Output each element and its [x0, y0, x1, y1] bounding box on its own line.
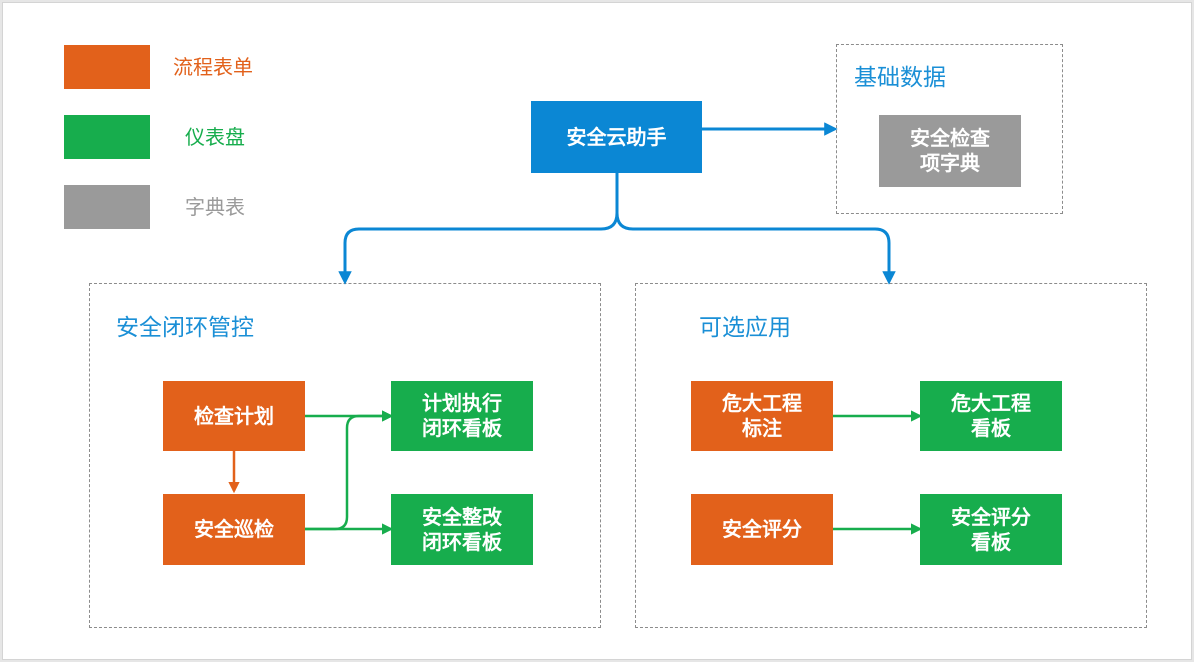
node-rectification-board: 安全整改 闭环看板: [391, 494, 533, 565]
node-major-hazard-mark-line1: 危大工程: [722, 391, 802, 415]
node-inspection-item-dictionary-line2: 项字典: [920, 151, 980, 175]
arrow-core-to-closed-loop: [338, 173, 619, 285]
node-inspection-plan: 检查计划: [163, 381, 305, 451]
node-inspection-item-dictionary-line1: 安全检查: [910, 126, 990, 150]
group-title-basic-data: 基础数据: [854, 65, 946, 91]
node-safety-cloud-assistant-label: 安全云助手: [566, 124, 667, 149]
group-title-optional-apps: 可选应用: [699, 315, 791, 341]
node-rectification-board-line1: 安全整改: [422, 504, 502, 529]
node-major-hazard-board: 危大工程 看板: [920, 381, 1062, 451]
legend-swatch-orange: [64, 45, 150, 89]
legend-swatch-green: [64, 115, 150, 159]
legend-label-dictionary: 字典表: [185, 195, 245, 219]
node-major-hazard-mark: 危大工程 标注: [691, 381, 833, 451]
group-title-closed-loop-control: 安全闭环管控: [116, 315, 254, 341]
legend-swatch-gray: [64, 185, 150, 229]
node-plan-execution-board-line2: 闭环看板: [422, 416, 502, 440]
node-rectification-board-line2: 闭环看板: [422, 529, 502, 554]
node-safety-score-board-line2: 看板: [971, 529, 1011, 554]
legend-label-process-form: 流程表单: [173, 55, 253, 79]
node-safety-score-board-line1: 安全评分: [951, 504, 1031, 529]
node-major-hazard-board-line1: 危大工程: [951, 391, 1031, 415]
node-safety-score-label: 安全评分: [722, 517, 802, 541]
node-safety-score: 安全评分: [691, 494, 833, 565]
legend-label-dashboard: 仪表盘: [185, 125, 245, 149]
node-safety-cloud-assistant: 安全云助手: [531, 101, 702, 173]
node-safety-patrol: 安全巡检: [163, 494, 305, 565]
node-safety-patrol-label: 安全巡检: [194, 517, 274, 541]
node-plan-execution-board-line1: 计划执行: [422, 391, 502, 415]
connector-lines: [228, 122, 923, 535]
arrow-patrol-to-plan-board: [305, 410, 394, 531]
node-major-hazard-board-line2: 看板: [971, 416, 1011, 440]
node-inspection-plan-label: 检查计划: [194, 403, 274, 428]
node-safety-score-board: 安全评分 看板: [920, 494, 1062, 565]
arrow-core-to-optional-apps: [615, 212, 896, 285]
node-plan-execution-board: 计划执行 闭环看板: [391, 381, 533, 451]
node-inspection-item-dictionary: 安全检查 项字典: [879, 115, 1021, 187]
node-major-hazard-mark-line2: 标注: [742, 416, 782, 440]
